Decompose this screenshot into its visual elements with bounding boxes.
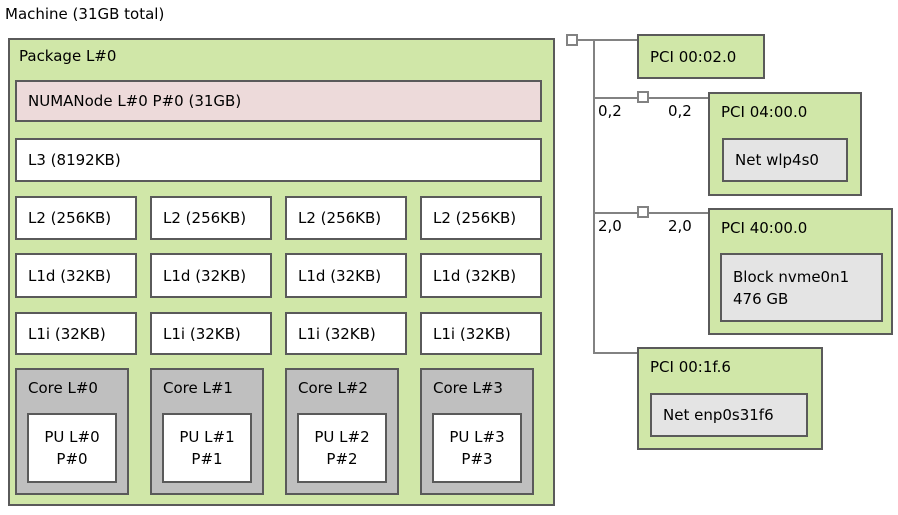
- pci-link-line: [578, 39, 637, 41]
- link-speed-label: 2,0: [668, 217, 692, 235]
- pci-device-label: PCI 40:00.0: [721, 219, 808, 237]
- numanode-box: NUMANode L#0 P#0 (31GB): [15, 80, 542, 122]
- package-label: Package L#0: [19, 47, 117, 65]
- l1d-cache-box: L1d (32KB): [150, 253, 272, 298]
- pu-label-line1: PU L#1: [179, 428, 235, 446]
- pu-box: PU L#1 P#1: [162, 413, 252, 483]
- pu-box: PU L#3 P#3: [432, 413, 522, 483]
- machine-label: Machine (31GB total): [5, 5, 165, 23]
- l2-cache-label: L2 (256KB): [298, 209, 382, 227]
- l2-cache-box: L2 (256KB): [150, 196, 272, 240]
- l1d-cache-box: L1d (32KB): [15, 253, 137, 298]
- pci-device-label: PCI 00:1f.6: [650, 358, 731, 376]
- pu-box: PU L#0 P#0: [27, 413, 117, 483]
- l1i-cache-label: L1i (32KB): [433, 324, 511, 343]
- pu-label-line1: PU L#3: [449, 428, 505, 446]
- pu-label-line2: P#0: [56, 450, 88, 468]
- os-net-device-label: Net enp0s31f6: [663, 406, 774, 424]
- l1i-cache-box: L1i (32KB): [285, 312, 407, 355]
- l1d-cache-box: L1d (32KB): [420, 253, 542, 298]
- core-label: Core L#3: [433, 379, 503, 397]
- pu-label-line2: P#3: [461, 450, 493, 468]
- l1d-cache-label: L1d (32KB): [28, 266, 112, 285]
- pu-label-line1: PU L#2: [314, 428, 370, 446]
- pu-box: PU L#2 P#2: [297, 413, 387, 483]
- pu-label-line2: P#2: [326, 450, 358, 468]
- os-block-device-size: 476 GB: [733, 289, 789, 308]
- l1i-cache-box: L1i (32KB): [15, 312, 137, 355]
- l3-cache-box: L3 (8192KB): [15, 138, 542, 182]
- l2-cache-box: L2 (256KB): [15, 196, 137, 240]
- pci-link-line: [593, 97, 708, 99]
- pci-bridge-square: [637, 206, 649, 218]
- link-speed-label: 0,2: [668, 102, 692, 120]
- l1i-cache-label: L1i (32KB): [163, 324, 241, 343]
- numanode-label: NUMANode L#0 P#0 (31GB): [28, 92, 242, 110]
- pci-bridge-square: [637, 91, 649, 103]
- l1d-cache-label: L1d (32KB): [298, 266, 382, 285]
- pci-device-box: PCI 00:02.0: [637, 34, 765, 79]
- pci-device-label: PCI 04:00.0: [721, 103, 808, 121]
- l1d-cache-label: L1d (32KB): [163, 266, 247, 285]
- os-block-device-label: Block nvme0n1: [733, 267, 850, 286]
- link-speed-label: 2,0: [598, 217, 622, 235]
- os-net-device-box: Net enp0s31f6: [650, 393, 808, 437]
- l1i-cache-box: L1i (32KB): [420, 312, 542, 355]
- l1d-cache-label: L1d (32KB): [433, 266, 517, 285]
- pu-label-line2: P#1: [191, 450, 223, 468]
- l1i-cache-box: L1i (32KB): [150, 312, 272, 355]
- core-label: Core L#2: [298, 379, 368, 397]
- core-label: Core L#1: [163, 379, 233, 397]
- pu-label-line1: PU L#0: [44, 428, 100, 446]
- pci-link-line: [593, 212, 708, 214]
- l2-cache-box: L2 (256KB): [420, 196, 542, 240]
- l1i-cache-label: L1i (32KB): [298, 324, 376, 343]
- l3-cache-label: L3 (8192KB): [28, 151, 121, 169]
- l2-cache-box: L2 (256KB): [285, 196, 407, 240]
- pci-device-label: PCI 00:02.0: [650, 47, 737, 66]
- core-label: Core L#0: [28, 379, 98, 397]
- l1i-cache-label: L1i (32KB): [28, 324, 106, 343]
- link-speed-label: 0,2: [598, 102, 622, 120]
- os-block-device-box: Block nvme0n1 476 GB: [720, 253, 883, 322]
- l2-cache-label: L2 (256KB): [28, 209, 112, 227]
- l2-cache-label: L2 (256KB): [163, 209, 247, 227]
- pci-link-line: [593, 352, 637, 354]
- l2-cache-label: L2 (256KB): [433, 209, 517, 227]
- pci-root-bridge-square: [566, 34, 578, 46]
- os-net-device-box: Net wlp4s0: [722, 138, 848, 182]
- pci-trunk-line: [593, 39, 595, 354]
- l1d-cache-box: L1d (32KB): [285, 253, 407, 298]
- os-net-device-label: Net wlp4s0: [735, 151, 819, 169]
